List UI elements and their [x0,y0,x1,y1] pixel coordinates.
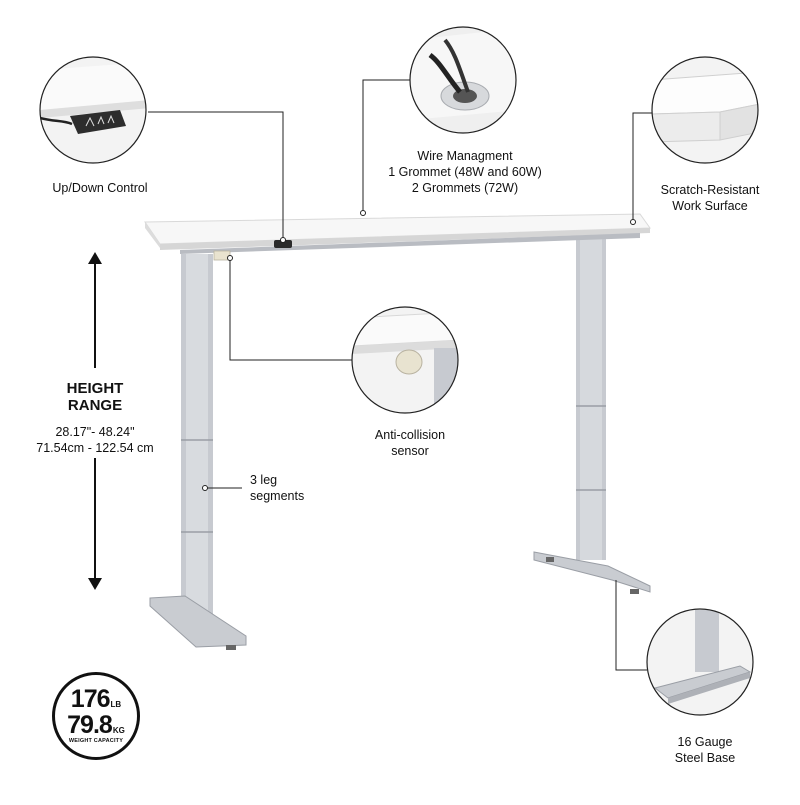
wire-management-label: Wire Managment 1 Grommet (48W and 60W) 2… [388,149,542,195]
desk [144,213,651,650]
capacity-lb-value: 176 [70,685,111,713]
weight-capacity-badge: 176LB 79.8KG WEIGHT CAPACITY [52,672,140,760]
double-arrow-icon [88,252,102,590]
callout-lines [148,79,652,671]
control-pad [274,240,292,248]
up-down-control-detail [39,56,147,164]
capacity-kg-unit: KG [112,726,125,735]
capacity-kg-value: 79.8 [67,711,113,739]
up-down-control-icon [70,110,126,134]
steel-base-detail [646,608,754,716]
anti-collision-detail [351,306,459,414]
steel-base-label: 16 Gauge Steel Base [674,735,736,765]
capacity-caption: WEIGHT CAPACITY [68,738,124,744]
anti-collision-label: Anti-collision sensor [374,428,446,458]
sensor-icon [395,349,423,375]
height-range-title: HEIGHT RANGE [66,380,124,414]
work-surface-label: Scratch-Resistant Work Surface [660,183,760,213]
leg-segments-label: 3 leg segments [250,473,305,503]
right-foot [533,551,651,593]
wire-management-detail [409,26,517,134]
up-down-control-label: Up/Down Control [52,181,148,195]
capacity-lb-unit: LB [110,700,122,709]
work-surface-detail [651,56,759,164]
left-foot [149,595,247,648]
height-range-values: 28.17"- 48.24" 71.54cm - 122.54 cm [36,425,154,455]
